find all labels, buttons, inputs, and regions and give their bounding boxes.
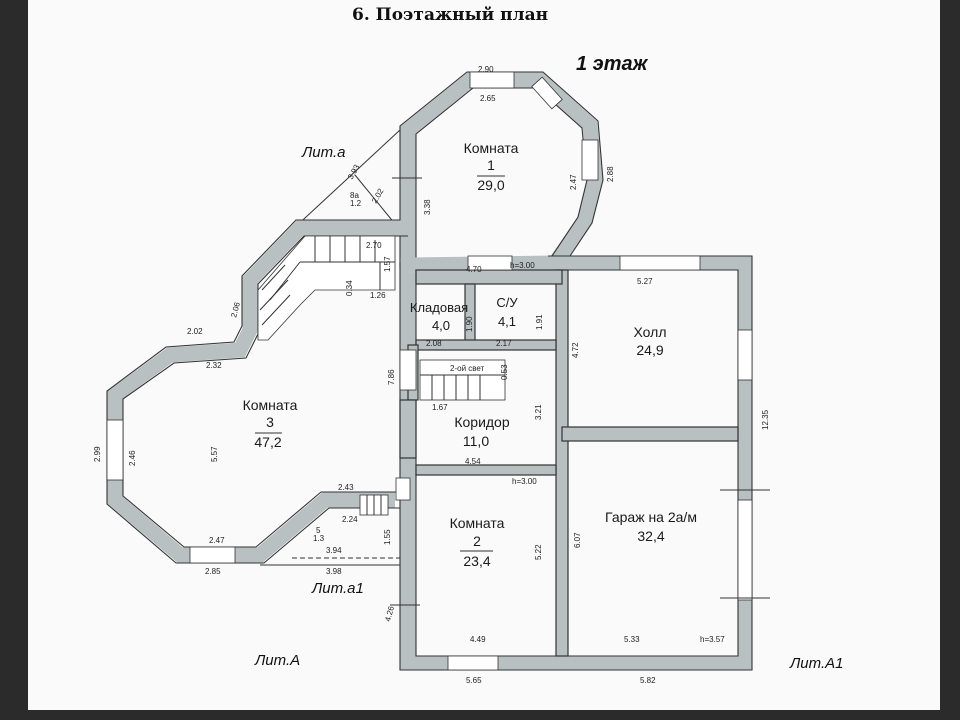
room1-walls (399, 71, 604, 269)
floor-label: 1 этаж (576, 53, 649, 75)
room3-name: Комната (243, 397, 298, 413)
dim-label: 4.72 (571, 342, 580, 358)
dim-label: 5.22 (534, 544, 543, 560)
dim-label: 5.33 (624, 635, 640, 644)
dim-label: 4.54 (465, 457, 481, 466)
bathroom-name: С/У (496, 295, 518, 310)
corridor-stair (419, 359, 506, 401)
dim-label: 2.32 (206, 361, 222, 370)
dim-label: 1.2 (350, 199, 362, 208)
dim-label: 1.91 (535, 314, 544, 330)
dim-label: 5 (316, 526, 321, 535)
dim-label: 1.67 (432, 403, 448, 412)
pantry-name: Кладовая (410, 300, 468, 315)
dim-label: h=3.00 (512, 477, 537, 486)
dim-label: 1.26 (370, 291, 386, 300)
dim-label: 2.90 (478, 65, 494, 74)
dim-label: 2.02 (187, 327, 203, 336)
dim-label: 3.38 (423, 199, 432, 215)
room3-number: 3 (266, 414, 274, 430)
dim-label: 1.90 (465, 316, 474, 332)
dim-label: 0.34 (345, 280, 354, 296)
dim-label: 5.82 (640, 676, 656, 685)
lit-A1-label: Лит.А1 (789, 655, 843, 672)
dim-label: 2.85 (205, 567, 221, 576)
dim-label: 3.21 (534, 404, 543, 420)
dim-label: 3.94 (326, 546, 342, 555)
garage-name: Гараж на 2а/м (605, 509, 697, 525)
dim-label: 1.3 (313, 534, 325, 543)
dim-label: 7.86 (387, 369, 396, 385)
dim-label: 4.49 (470, 635, 486, 644)
dim-label: 5.65 (466, 676, 482, 685)
dim-label: 5.27 (637, 277, 653, 286)
lit-A-label: Лит.А (254, 652, 300, 669)
corridor-area: 11,0 (463, 433, 489, 449)
dim-label: 1.57 (383, 256, 392, 272)
main-stair (257, 235, 396, 341)
dim-label: 2.88 (606, 166, 615, 182)
dim-label: 6.07 (573, 532, 582, 548)
pantry-area: 4,0 (432, 318, 450, 333)
room2-number: 2 (473, 533, 481, 549)
plan-title: 6. Поэтажный план (352, 5, 548, 25)
dim-label: 2.47 (209, 536, 225, 545)
dim-label: 3.98 (326, 567, 342, 576)
bathroom-area: 4,1 (498, 314, 516, 329)
dim-label: 2.43 (338, 483, 354, 492)
dim-label: h=3.57 (700, 635, 725, 644)
dim-label: 12.35 (761, 409, 770, 430)
room1-area: 29,0 (477, 177, 504, 193)
room1-name: Комната (464, 140, 519, 156)
room1-number: 1 (487, 157, 495, 173)
lit-a-boundary (291, 129, 401, 231)
hall-area: 24,9 (636, 342, 663, 358)
windows (106, 71, 753, 671)
hall-name: Холл (634, 324, 667, 340)
room3-area: 47,2 (254, 434, 281, 450)
dim-label: 2.46 (128, 450, 137, 466)
dim-label: 2.06 (229, 301, 242, 319)
dim-label: 4.70 (466, 265, 482, 274)
room3-walls (106, 219, 408, 564)
lit-a1-label: Лит.а1 (311, 580, 364, 597)
dim-label: 2.24 (342, 515, 358, 524)
garage-area: 32,4 (637, 528, 664, 544)
dim-label: h=3.00 (510, 261, 535, 270)
corridor-name: Коридор (454, 414, 510, 430)
dim-label: 5.57 (210, 446, 219, 462)
dim-label: 1.55 (383, 529, 392, 545)
fraction-lines (255, 175, 505, 552)
dim-label: 2-ой свет (450, 364, 485, 373)
dimension-ticks (390, 177, 770, 606)
dim-label: 2.99 (93, 446, 102, 462)
internal-walls (399, 269, 739, 657)
room2-area: 23,4 (463, 553, 490, 569)
dim-label: 8а (350, 191, 359, 200)
room2-name: Комната (450, 515, 505, 531)
dimension-labels: 2.90 2.65 2.47 2.88 3.38 3.93 2.02 8а 1.… (93, 65, 770, 685)
dim-label: 2.65 (480, 94, 496, 103)
dim-label: 4.26 (383, 605, 396, 623)
dim-label: 0.53 (500, 364, 509, 380)
entry-steps (359, 494, 389, 516)
dim-label: 2.08 (426, 339, 442, 348)
dim-label: 2.17 (496, 339, 512, 348)
lit-a-label: Лит.а (301, 144, 345, 161)
dim-label: 2.70 (366, 241, 382, 250)
dim-label: 2.47 (569, 174, 578, 190)
